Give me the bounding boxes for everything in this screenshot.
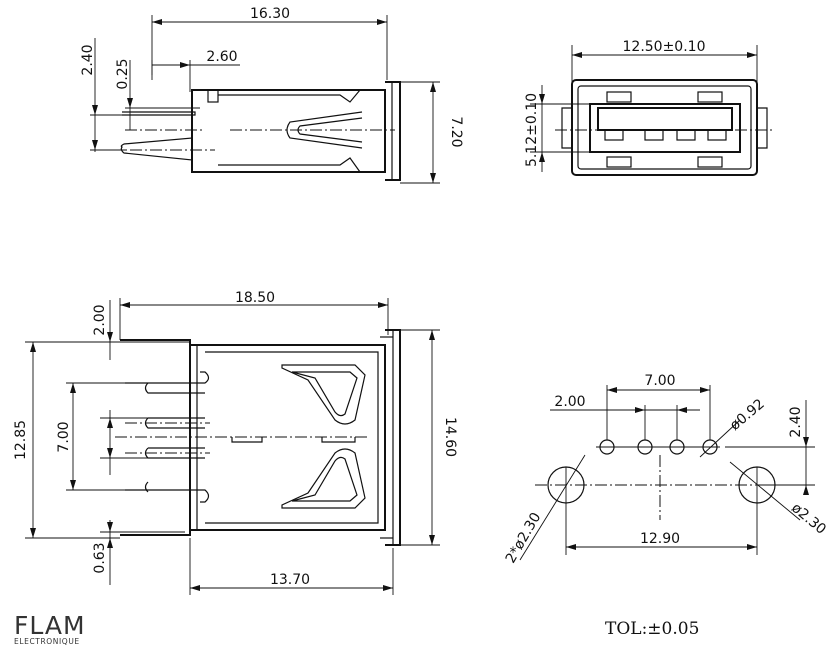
front-view: 12.50±0.10 5.12±0.10 xyxy=(524,39,775,176)
dim-pcb-pitch: 2.00 xyxy=(554,394,585,410)
dim-pcb-pitch-span: 7.00 xyxy=(644,373,675,389)
tolerance-note: TOL:±0.05 xyxy=(605,619,699,639)
dim-side-pin: 2.60 xyxy=(206,49,237,65)
dim-pcb-hole-large-left: 2*ø2.30 xyxy=(503,510,545,566)
dim-front-height: 5.12±0.10 xyxy=(524,93,540,167)
dim-side-length: 16.30 xyxy=(250,6,290,22)
dim-top-body: 13.70 xyxy=(270,572,310,588)
dim-pcb-hole-large-right: ø2.30 xyxy=(788,500,829,538)
dim-pcb-large-span: 12.90 xyxy=(640,531,680,547)
dim-top-bottom: 0.63 xyxy=(92,542,108,573)
side-view: 16.30 2.60 2.40 0.25 xyxy=(80,6,464,184)
dim-top-pin-span: 7.00 xyxy=(56,421,72,452)
flam-logo: FLAM ELECTRONIQUE xyxy=(14,611,86,646)
dim-front-width: 12.50±0.10 xyxy=(623,39,706,55)
dim-top-width: 14.60 xyxy=(442,417,458,457)
dim-top-2: 2.00 xyxy=(92,304,108,335)
dim-top-length: 18.50 xyxy=(235,290,275,306)
dim-side-height-left: 2.40 xyxy=(80,44,96,75)
logo-sub: ELECTRONIQUE xyxy=(14,637,80,646)
pcb-layout: 7.00 2.00 ø0.92 2.40 xyxy=(503,373,829,566)
logo-name: FLAM xyxy=(14,611,86,640)
dim-top-overall: 12.85 xyxy=(13,420,29,460)
dim-pcb-offset: 2.40 xyxy=(788,406,804,437)
dim-pcb-hole-small: ø0.92 xyxy=(727,396,768,434)
dim-side-offset: 0.25 xyxy=(115,58,131,89)
top-view: 18.50 2.00 12.85 7.00 0.63 xyxy=(13,290,458,595)
dim-side-height-right: 7.20 xyxy=(448,116,464,147)
